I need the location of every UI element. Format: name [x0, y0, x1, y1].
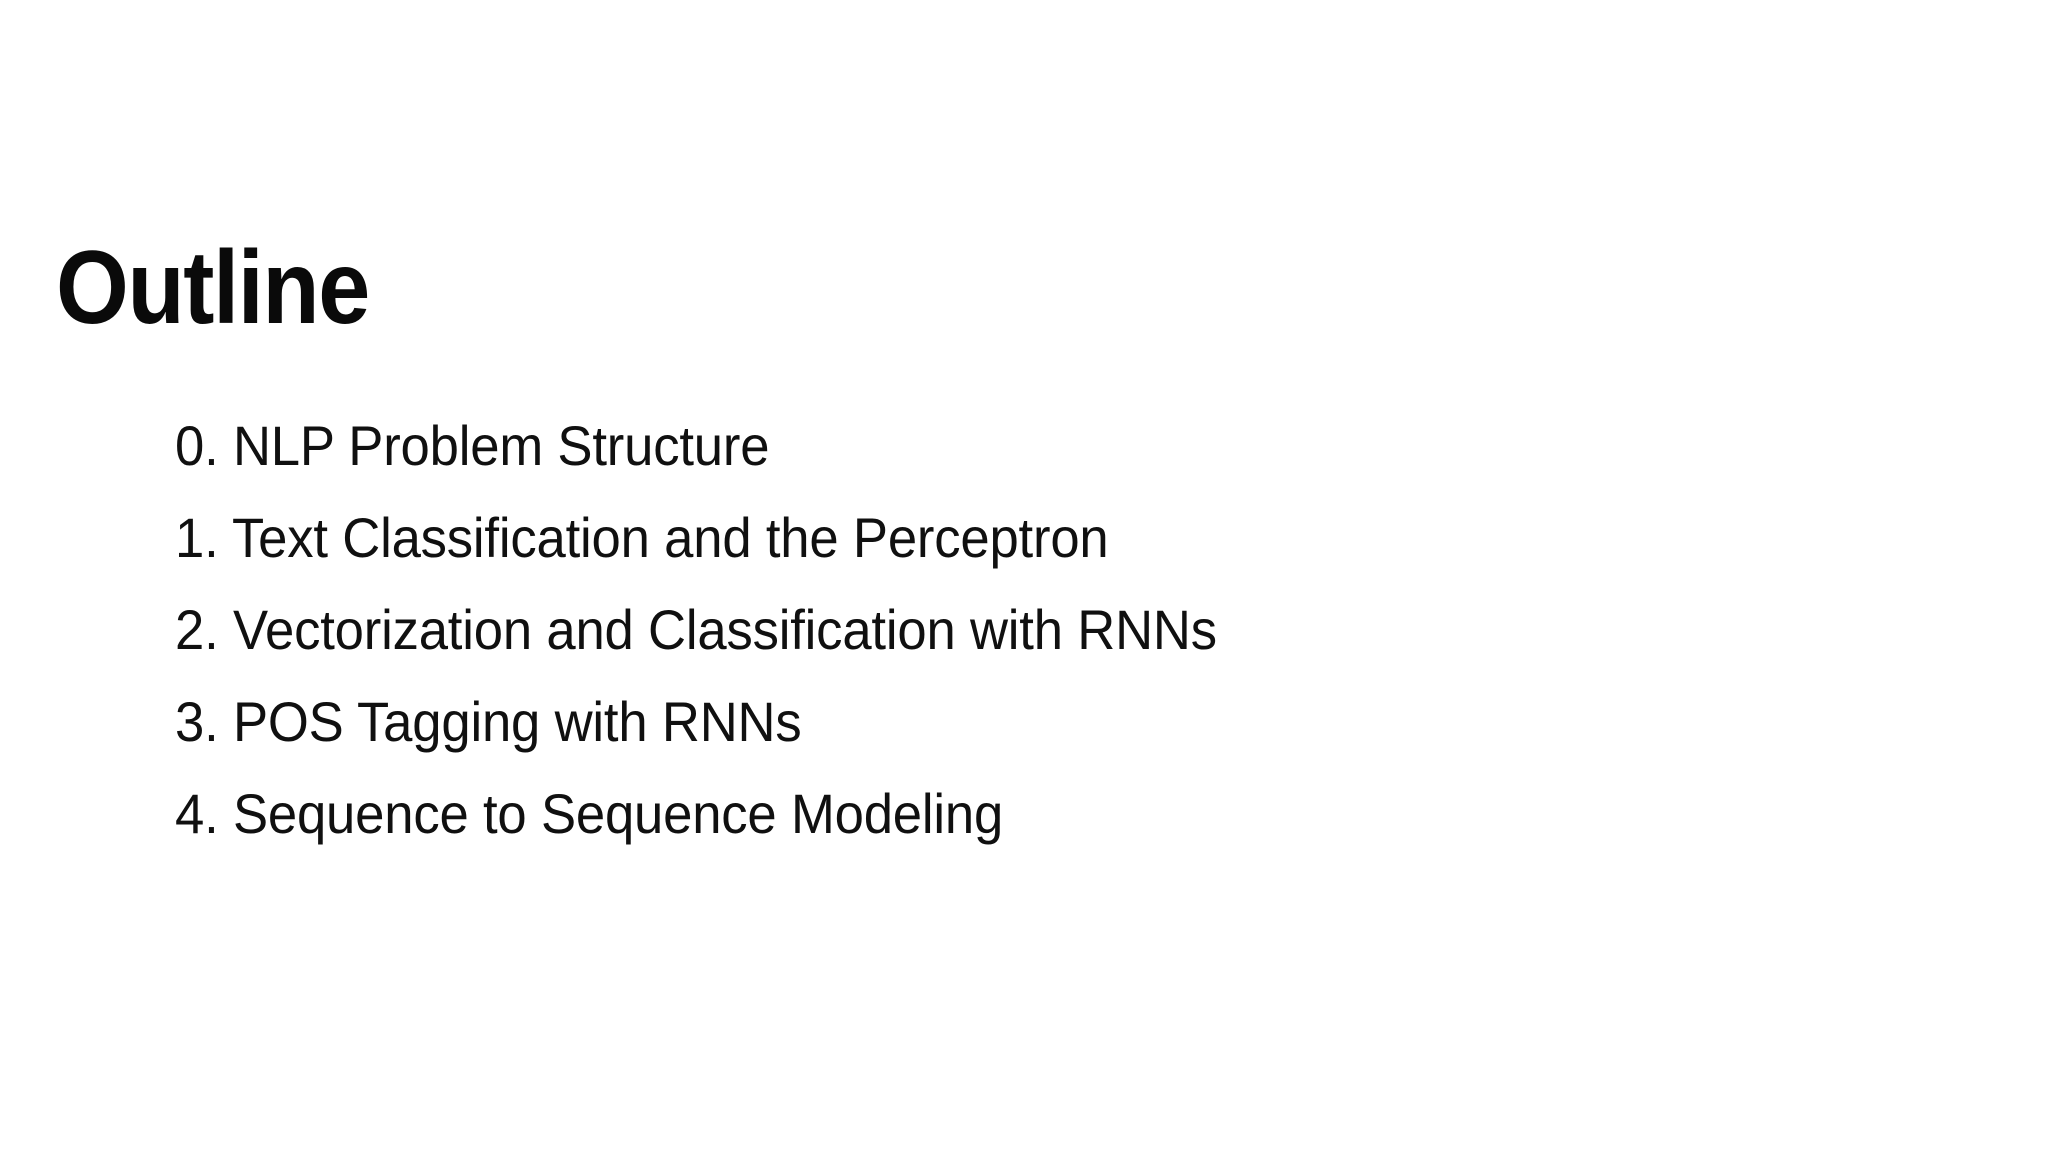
outline-list: 0. NLP Problem Structure 1. Text Classif…	[175, 400, 1875, 860]
list-item: 1. Text Classification and the Perceptro…	[175, 506, 1109, 569]
list-item: 0. NLP Problem Structure	[175, 414, 770, 477]
list-item: 3. POS Tagging with RNNs	[175, 690, 802, 753]
list-item: 2. Vectorization and Classification with…	[175, 598, 1217, 661]
page-title: Outline	[56, 230, 370, 346]
list-item: 4. Sequence to Sequence Modeling	[175, 782, 1004, 845]
